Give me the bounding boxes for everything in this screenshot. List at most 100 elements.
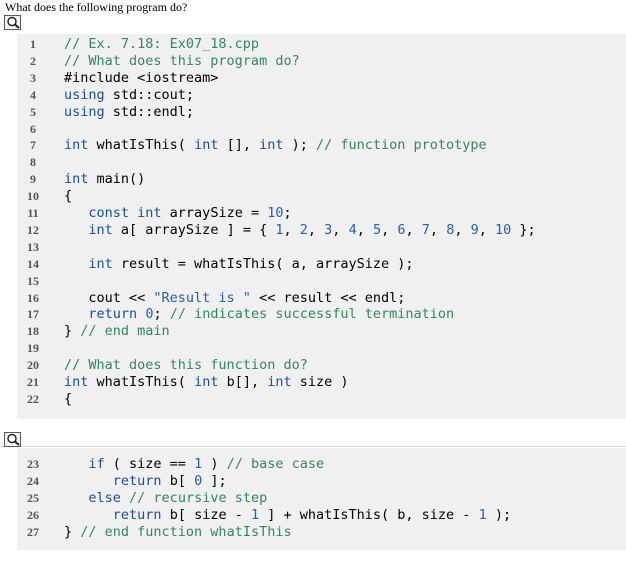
code-token: main() xyxy=(88,171,146,188)
code-token: { xyxy=(64,390,73,407)
code-token: 6 xyxy=(397,221,406,238)
code-token: int xyxy=(64,137,89,154)
question-text-row: What does the following program do? xyxy=(0,0,626,14)
code-token: using xyxy=(64,103,105,120)
code-line: 25 else // recursive step xyxy=(17,490,626,507)
code-text: int whatIsThis( int [], int ); // functi… xyxy=(64,137,487,154)
code-text: // What does this function do? xyxy=(64,357,308,374)
line-number: 14 xyxy=(27,256,39,271)
line-number: 22 xyxy=(27,391,39,406)
code-token xyxy=(64,222,88,238)
code-token: 3 xyxy=(324,221,333,238)
code-token: ) xyxy=(202,456,227,472)
code-token: a[ arraySize ] = { xyxy=(112,221,276,238)
code-line: 20// What does this function do? xyxy=(17,357,626,374)
code-token: , xyxy=(454,221,471,238)
code-text: int main() xyxy=(64,171,145,188)
code-token: int xyxy=(88,255,113,272)
code-token: result = whatIsThis( a, arraySize ); xyxy=(112,255,414,272)
code-token: 4 xyxy=(348,221,357,238)
code-token: ); xyxy=(283,137,316,154)
code-text: } // end main xyxy=(64,323,170,340)
code-token: size ) xyxy=(291,374,349,390)
code-token: return xyxy=(88,306,138,323)
code-token xyxy=(64,306,88,322)
code-text: } // end function whatIsThis xyxy=(64,524,292,541)
code-line: 17 return 0; // indicates successful ter… xyxy=(17,306,626,323)
line-number: 19 xyxy=(27,341,39,356)
code-text: // Ex. 7.18: Ex07_18.cpp xyxy=(64,36,259,53)
line-number: 6 xyxy=(30,121,36,136)
code-token: 10 xyxy=(267,205,284,221)
line-number: 27 xyxy=(27,525,39,539)
code-token: b[ xyxy=(161,473,195,489)
code-line: 19 xyxy=(17,340,626,357)
code-token: b[ size - xyxy=(161,507,251,523)
code-token: using xyxy=(64,86,105,103)
code-text: { xyxy=(64,188,72,205)
code-token: whatIsThis( xyxy=(88,374,195,390)
code-line: 13 xyxy=(17,239,626,256)
code-token: // What does this function do? xyxy=(64,357,308,374)
line-number: 3 xyxy=(30,70,36,85)
code-line: 22 { xyxy=(17,391,626,408)
code-token: #include <iostream> xyxy=(64,69,219,86)
code-text: cout << "Result is " << result << endl; xyxy=(64,290,405,307)
zoom-button-1[interactable] xyxy=(4,15,21,30)
line-number: 23 xyxy=(27,457,39,471)
code-line: 27 } // end function whatIsThis xyxy=(17,524,626,541)
code-token: 9 xyxy=(470,221,479,238)
code-token: 1 xyxy=(250,507,260,523)
code-token: cout << xyxy=(64,289,154,306)
code-token: int xyxy=(64,171,89,188)
magnifier-icon xyxy=(7,433,20,446)
code-line: 15 xyxy=(17,273,626,290)
zoom-button-2[interactable] xyxy=(4,432,21,447)
code-token xyxy=(64,473,113,489)
line-number: 17 xyxy=(27,307,39,322)
code-line: 12 int a[ arraySize ] = { 1, 2, 3, 4, 5,… xyxy=(17,222,626,239)
code-line: 18} // end main xyxy=(17,323,626,340)
code-token: ]; xyxy=(202,473,227,489)
line-number: 16 xyxy=(27,290,39,305)
code-line: 14 int result = whatIsThis( a, arraySize… xyxy=(17,256,626,273)
code-text: int whatIsThis( int b[], int size ) xyxy=(64,374,349,391)
code-token: // recursive step xyxy=(129,490,268,506)
code-token: whatIsThis( xyxy=(88,137,195,154)
code-text: { xyxy=(64,391,72,408)
code-token: "Result is " xyxy=(153,289,251,306)
code-token: std::endl; xyxy=(104,103,195,120)
line-number: 4 xyxy=(30,87,36,102)
code-token: 7 xyxy=(421,221,430,238)
code-token xyxy=(64,456,88,472)
code-token: 0 xyxy=(145,306,154,323)
code-token: return xyxy=(112,507,162,523)
code-token: int xyxy=(88,221,113,238)
code-token xyxy=(64,507,113,523)
code-line: 2 // What does this program do? xyxy=(17,53,626,70)
code-token: int xyxy=(194,374,219,390)
code-text: int a[ arraySize ] = { 1, 2, 3, 4, 5, 6,… xyxy=(64,221,535,239)
question-text: What does the following program do? xyxy=(5,0,188,14)
code-text: return 0; // indicates successful termin… xyxy=(64,306,454,323)
line-number: 2 xyxy=(30,53,36,68)
line-number: 1 xyxy=(30,37,36,51)
code-token: , xyxy=(381,221,398,238)
code-text: // What does this program do? xyxy=(64,53,300,70)
code-token: // indicates successful termination xyxy=(169,306,455,323)
code-text: else // recursive step xyxy=(64,490,267,507)
line-number: 7 xyxy=(30,138,36,153)
code-token: // function prototype xyxy=(316,137,487,154)
code-token: [], xyxy=(218,137,260,154)
code-token xyxy=(64,490,88,506)
section-divider xyxy=(0,446,626,447)
code-token: int xyxy=(267,374,292,390)
code-token: 1 xyxy=(478,507,487,523)
code-line: 1 // Ex. 7.18: Ex07_18.cpp xyxy=(17,36,626,53)
code-text: #include <iostream> xyxy=(64,70,218,87)
